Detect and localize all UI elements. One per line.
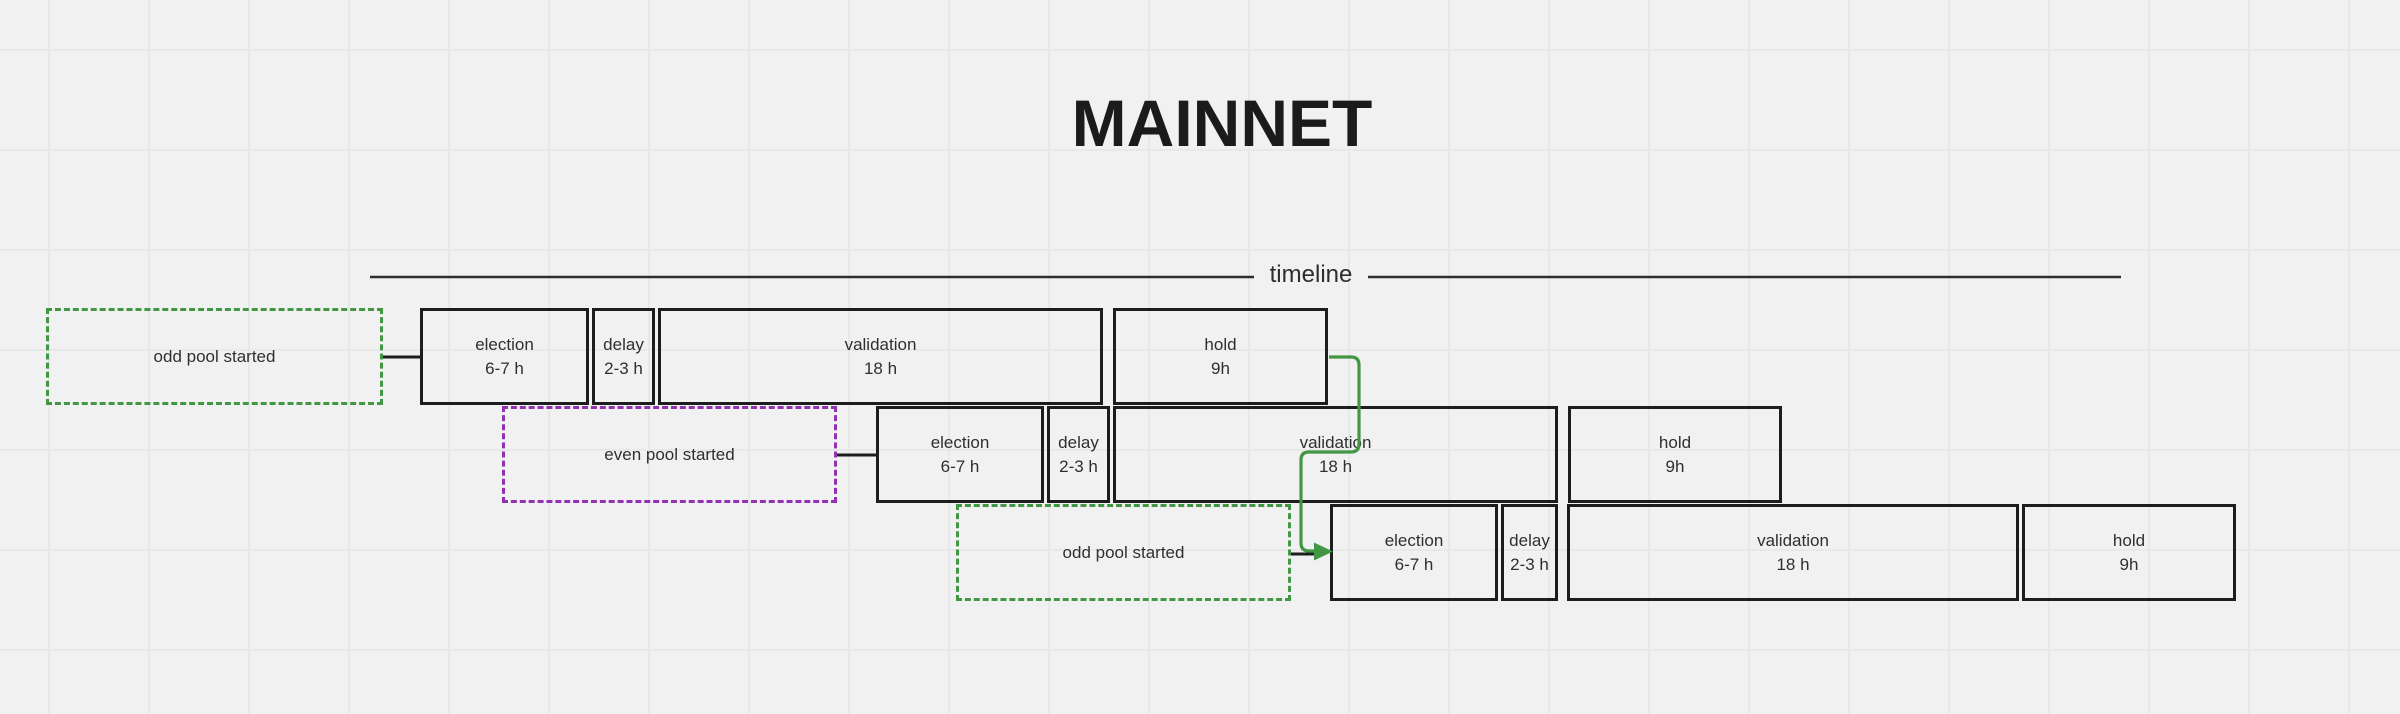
phase-duration: 9h bbox=[1665, 456, 1685, 476]
election-box-row3: election 6-7 h bbox=[1330, 504, 1498, 601]
timeline-label: timeline bbox=[1269, 261, 1353, 288]
start-label: even pool started bbox=[604, 444, 735, 464]
phase-name: validation bbox=[1757, 530, 1829, 550]
start-label: odd pool started bbox=[1062, 542, 1185, 562]
diagram-title: MAINNET bbox=[1071, 86, 1373, 160]
phase-name: delay bbox=[603, 334, 644, 354]
phase-name: election bbox=[475, 334, 534, 354]
phase-name: hold bbox=[1204, 334, 1237, 354]
odd-pool-started-box-row3: odd pool started bbox=[956, 504, 1291, 601]
phase-name: election bbox=[1384, 530, 1444, 550]
phase-duration: 6-7 h bbox=[485, 358, 524, 378]
delay-box-row2: delay 2-3 h bbox=[1047, 406, 1110, 503]
delay-box-row3: delay 2-3 h bbox=[1501, 504, 1558, 601]
phase-name: validation bbox=[844, 334, 917, 354]
election-box-row2: election 6-7 h bbox=[876, 406, 1044, 503]
phase-duration: 2-3 h bbox=[1510, 554, 1549, 574]
hold-box-row2: hold 9h bbox=[1568, 406, 1782, 503]
phase-duration: 18 h bbox=[1776, 554, 1810, 574]
hold-box-row3: hold 9h bbox=[2022, 504, 2236, 601]
phase-duration: 9h bbox=[2119, 554, 2139, 574]
phase-name: delay bbox=[1509, 530, 1550, 550]
phase-name: hold bbox=[1658, 432, 1692, 452]
validation-box-row1: validation 18 h bbox=[658, 308, 1103, 405]
phase-name: election bbox=[930, 432, 990, 452]
hold-box-row1: hold 9h bbox=[1113, 308, 1328, 405]
odd-pool-started-box-row1: odd pool started bbox=[46, 308, 383, 405]
phase-duration: 6-7 h bbox=[1394, 554, 1434, 574]
phase-duration: 18 h bbox=[863, 358, 898, 378]
delay-box-row1: delay 2-3 h bbox=[592, 308, 655, 405]
even-pool-started-box-row2: even pool started bbox=[502, 406, 837, 503]
election-box-row1: election 6-7 h bbox=[420, 308, 589, 405]
validation-box-row3: validation 18 h bbox=[1567, 504, 2019, 601]
phase-duration: 9h bbox=[1211, 358, 1230, 378]
phase-name: hold bbox=[2112, 530, 2146, 550]
phase-duration: 18 h bbox=[1318, 456, 1353, 476]
phase-duration: 2-3 h bbox=[604, 358, 643, 378]
phase-name: validation bbox=[1299, 432, 1372, 452]
start-label: odd pool started bbox=[153, 346, 276, 366]
phase-name: delay bbox=[1058, 432, 1099, 452]
phase-duration: 2-3 h bbox=[1059, 456, 1098, 476]
phase-duration: 6-7 h bbox=[940, 456, 980, 476]
validation-box-row2: validation 18 h bbox=[1113, 406, 1558, 503]
